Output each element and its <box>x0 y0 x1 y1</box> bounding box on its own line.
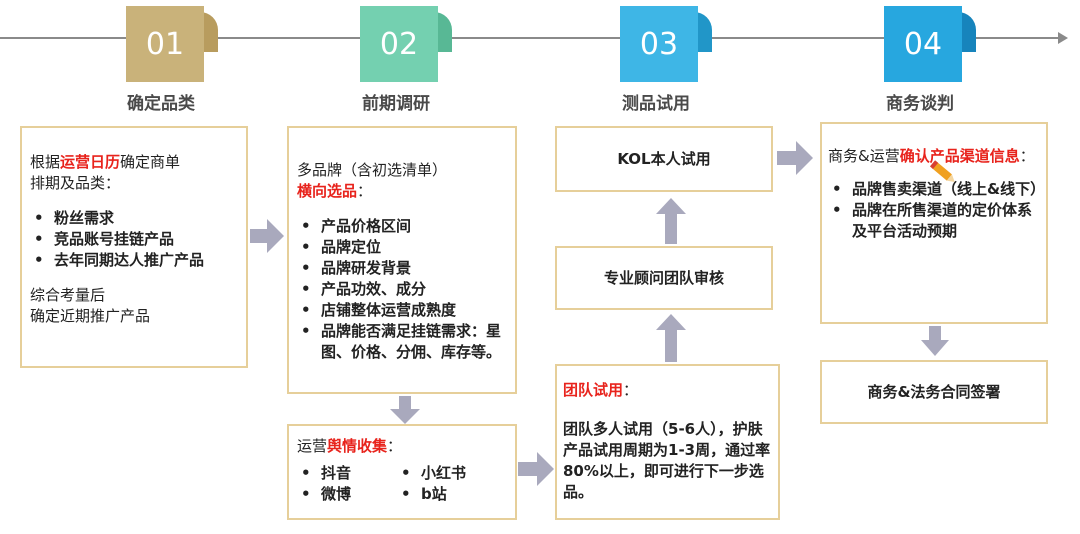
team-trial-text: 团队多人试用（5-6人），护肤产品试用周期为1-3周，通过率80%以上，即可进行… <box>563 420 771 501</box>
bullet-list: 品牌售卖渠道（线上&线下） 品牌在所售渠道的定价体系及平台活动预期 <box>828 179 1045 242</box>
list-item: 品牌研发背景 <box>297 258 507 279</box>
highlight-text: 横向选品 <box>297 182 358 200</box>
step-number: 02 <box>360 6 438 82</box>
timeline-line <box>0 37 1062 39</box>
text: ： <box>1019 147 1035 165</box>
list-item: b站 <box>397 484 497 505</box>
text: 专业顾问团队审核 <box>603 268 724 287</box>
text: ： <box>623 381 639 399</box>
list-item: 微博 <box>297 484 397 505</box>
highlight-text: 团队试用 <box>563 381 624 399</box>
step-marker-04: 04 <box>884 6 976 82</box>
flow-arrow-up-icon <box>656 198 686 244</box>
list-item: 小红书 <box>397 463 497 484</box>
step-number: 01 <box>126 6 204 82</box>
step-number: 03 <box>620 6 698 82</box>
list-item: 抖音 <box>297 463 397 484</box>
platform-grid: 抖音 小红书 微博 b站 <box>297 463 507 505</box>
category-box: 根据运营日历确定商单 排期及品类： 粉丝需求 竞品账号挂链产品 去年同期达人推广… <box>20 126 248 368</box>
contract-box: 商务&法务合同签署 <box>820 360 1048 424</box>
step-label: 商务谈判 <box>886 94 954 114</box>
flow-arrow-down-icon <box>390 396 420 424</box>
bullet-list: 抖音 <box>297 463 397 484</box>
text: KOL本人试用 <box>617 149 711 168</box>
step-number: 04 <box>884 6 962 82</box>
bullet-list: b站 <box>397 484 497 505</box>
sentiment-box: 运营舆情收集： 抖音 小红书 微博 b站 <box>287 424 517 520</box>
text: 确定近期推广产品 <box>30 307 151 325</box>
step-label: 测品试用 <box>622 94 690 114</box>
text: 多品牌（含初选清单） <box>297 161 448 179</box>
text: 商务&法务合同签署 <box>867 382 1001 401</box>
highlight-text: 运营日历 <box>60 153 121 171</box>
list-item: 竞品账号挂链产品 <box>30 229 238 250</box>
step-label: 前期调研 <box>362 94 430 114</box>
research-box: 多品牌（含初选清单） 横向选品： 产品价格区间 品牌定位 品牌研发背景 产品功效… <box>287 126 517 394</box>
flow-arrow-right-icon <box>518 452 554 486</box>
kol-trial-box: KOL本人试用 <box>555 126 773 192</box>
bullet-list: 产品价格区间 品牌定位 品牌研发背景 产品功效、成分 店铺整体运营成熟度 品牌能… <box>297 216 507 363</box>
text: 排期及品类： <box>30 174 121 192</box>
list-item: 产品功效、成分 <box>297 279 507 300</box>
text: 综合考量后 <box>30 286 106 304</box>
highlight-text: 舆情收集 <box>327 437 388 455</box>
list-item: 粉丝需求 <box>30 208 238 229</box>
list-item: 品牌能否满足挂链需求：星图、价格、分佣、库存等。 <box>297 321 507 363</box>
list-item: 去年同期达人推广产品 <box>30 250 238 271</box>
timeline-arrow-icon <box>1058 32 1068 44</box>
step-marker-03: 03 <box>620 6 712 82</box>
highlight-text: 确认产品渠道信息 <box>899 147 1020 165</box>
channel-info-box: 商务&运营确认产品渠道信息： 品牌售卖渠道（线上&线下） 品牌在所售渠道的定价体… <box>820 122 1048 324</box>
text: 商务&运营 <box>828 147 900 165</box>
review-box: 专业顾问团队审核 <box>555 246 773 310</box>
pencil-icon <box>929 160 955 182</box>
text: 根据 <box>30 153 61 171</box>
step-label: 确定品类 <box>127 94 195 114</box>
text: ： <box>387 437 403 455</box>
list-item: 品牌定位 <box>297 237 507 258</box>
text: 运营 <box>297 437 328 455</box>
bullet-list: 小红书 <box>397 463 497 484</box>
text: ： <box>357 182 373 200</box>
flow-arrow-up-icon <box>656 314 686 362</box>
team-trial-box: 团队试用： 团队多人试用（5-6人），护肤产品试用周期为1-3周，通过率80%以… <box>555 364 780 520</box>
step-marker-01: 01 <box>126 6 218 82</box>
flow-arrow-right-icon <box>777 141 813 175</box>
list-item: 产品价格区间 <box>297 216 507 237</box>
list-item: 品牌在所售渠道的定价体系及平台活动预期 <box>828 200 1040 242</box>
text: 确定商单 <box>120 153 181 171</box>
list-item: 店铺整体运营成熟度 <box>297 300 507 321</box>
bullet-list: 微博 <box>297 484 397 505</box>
bullet-list: 粉丝需求 竞品账号挂链产品 去年同期达人推广产品 <box>30 208 238 271</box>
flow-arrow-down-icon <box>921 326 949 356</box>
step-marker-02: 02 <box>360 6 452 82</box>
list-item: 品牌售卖渠道（线上&线下） <box>828 179 1045 200</box>
flow-arrow-right-icon <box>250 219 284 253</box>
